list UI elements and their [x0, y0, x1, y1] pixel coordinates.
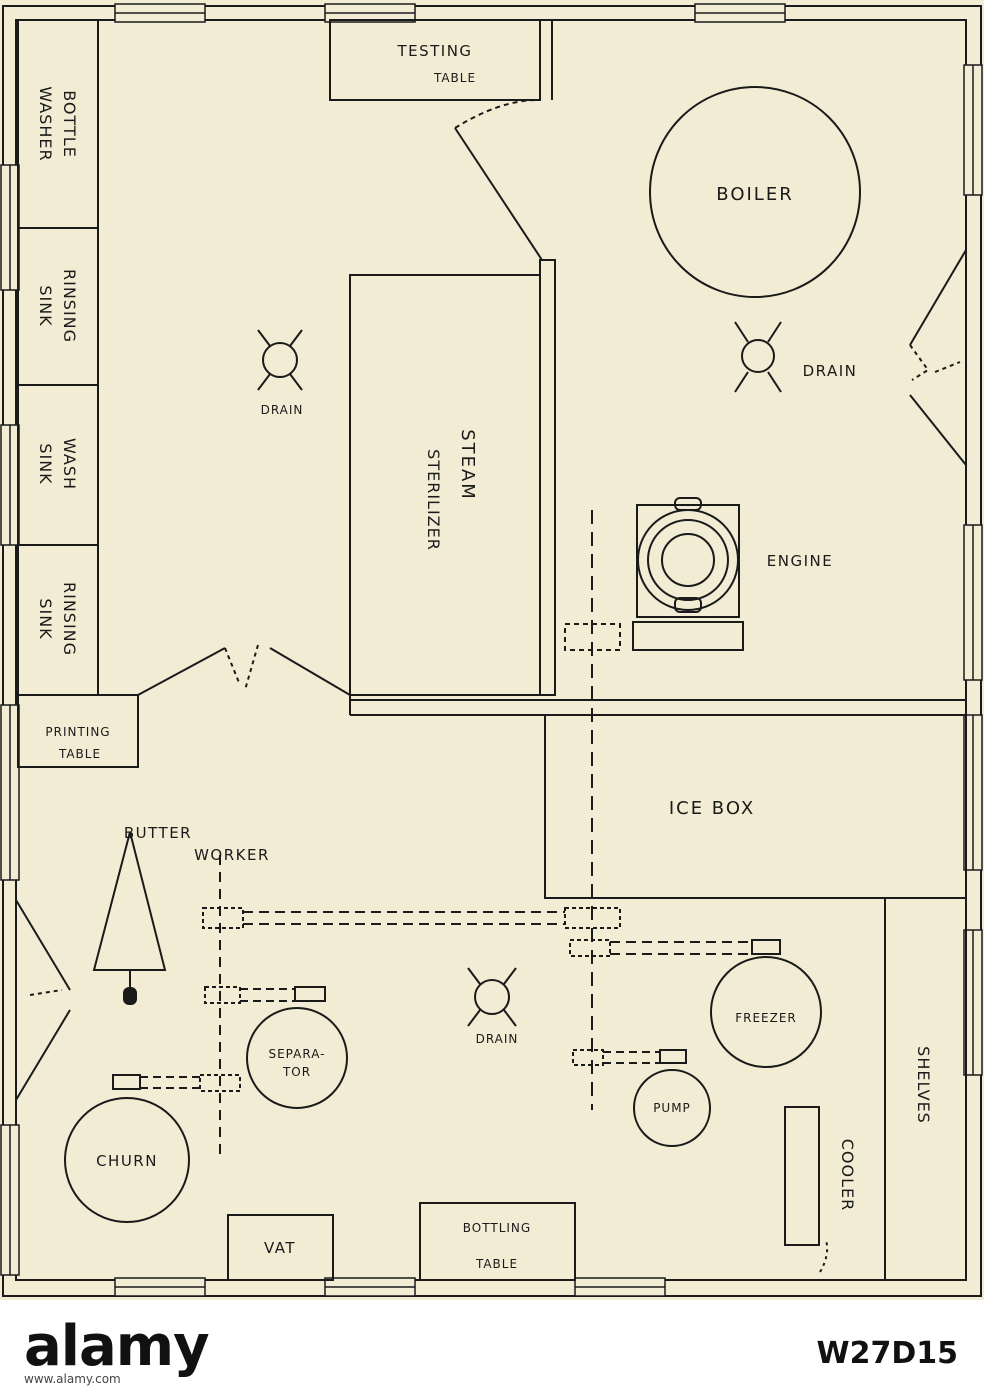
door-right	[909, 249, 967, 346]
butter-worker-label-2: Worker	[194, 846, 270, 864]
rinsing-sink-bottom-label-1: Rinsing	[60, 582, 79, 656]
drain-right-symbol	[734, 321, 782, 393]
watermark-image-id: W27D15	[816, 1336, 959, 1371]
engine-label: Engine	[767, 552, 833, 570]
pump	[633, 1069, 711, 1147]
vat-label: Vat	[264, 1239, 296, 1257]
testing-table-label-2: Table	[433, 71, 476, 85]
outer-wall-inner	[15, 19, 967, 1281]
butter-worker-label-1: Butter	[124, 824, 192, 842]
door-testing	[454, 127, 543, 261]
separator	[246, 1007, 348, 1109]
bottle-washer-label-2: Washer	[36, 86, 55, 161]
shelves	[884, 897, 967, 1281]
freezer	[710, 956, 822, 1068]
door-left-upper	[137, 647, 226, 696]
watermark-logo: alamy	[24, 1314, 210, 1379]
door-left-lower	[15, 899, 71, 991]
churn-label: Churn	[96, 1152, 158, 1170]
steam-sterilizer-label-2: Sterilizer	[424, 449, 443, 551]
testing-table	[329, 19, 541, 101]
boiler	[649, 86, 861, 298]
drain-left-symbol	[257, 329, 303, 391]
windows	[0, 3, 983, 1297]
bottle-washer	[17, 19, 99, 229]
wash-sink-label-1: Wash	[60, 438, 79, 490]
bottle-washer-label-1: Bottle	[60, 90, 79, 158]
cooler-label: Cooler	[838, 1139, 857, 1212]
pump-label: Pump	[653, 1101, 691, 1115]
shelves-label: Shelves	[914, 1046, 933, 1124]
printing-table	[17, 694, 139, 768]
testing-table-label-1: Testing	[396, 42, 472, 60]
drain-right-label: Drain	[803, 362, 858, 380]
watermark-bar	[0, 1300, 984, 1390]
boiler-label: Boiler	[716, 184, 793, 205]
bottling-table-label-2: Table	[475, 1257, 518, 1271]
watermark-url: www.alamy.com	[24, 1372, 121, 1386]
bottling-table	[419, 1202, 576, 1281]
churn	[64, 1097, 190, 1223]
drain-left-label: Drain	[261, 403, 304, 417]
rinsing-sink-top-label-1: Rinsing	[60, 269, 79, 343]
ice-box	[544, 714, 967, 899]
separator-label-1: Separa-	[268, 1047, 325, 1061]
separator-label-2: tor	[282, 1065, 311, 1079]
dairy-floor-plan: Testing Table Boiler Bottle Washer Rinsi…	[0, 3, 983, 1297]
drain-bottom-label: Drain	[476, 1032, 519, 1046]
butter-worker	[92, 831, 167, 1005]
vat	[227, 1214, 334, 1281]
rinsing-sink-bottom	[17, 544, 99, 696]
engine	[632, 497, 744, 651]
partition-wall	[539, 259, 556, 696]
steam-sterilizer	[349, 274, 541, 696]
rinsing-sink-top-label-2: Sink	[36, 285, 55, 326]
steam-sterilizer-label-1: Steam	[457, 429, 478, 501]
rinsing-sink-top	[17, 227, 99, 386]
freezer-label: Freezer	[735, 1011, 797, 1025]
cooler	[784, 1106, 820, 1246]
printing-table-label-1: Printing	[45, 725, 110, 739]
wash-sink	[17, 384, 99, 546]
printing-table-label-2: Table	[58, 747, 101, 761]
bottling-table-label-1: Bottling	[463, 1221, 531, 1235]
rinsing-sink-bottom-label-2: Sink	[36, 598, 55, 639]
drain-bottom-symbol	[467, 967, 517, 1027]
wash-sink-label-2: Sink	[36, 443, 55, 484]
ice-box-label: Ice Box	[669, 798, 755, 819]
